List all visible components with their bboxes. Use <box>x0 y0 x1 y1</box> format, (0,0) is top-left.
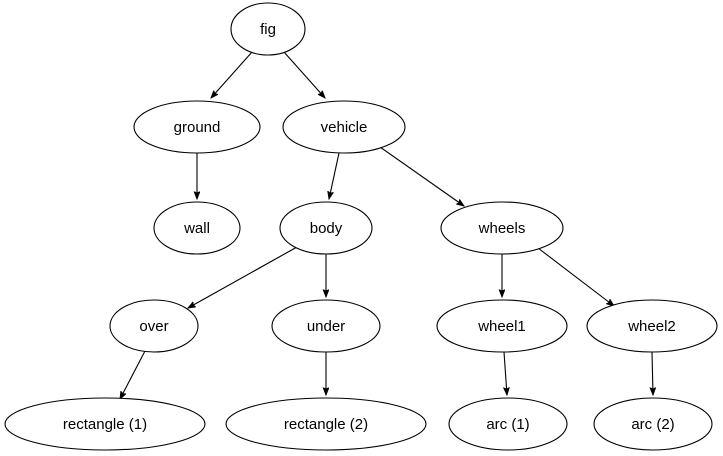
edges-layer <box>120 51 653 399</box>
node-shape-wheel1 <box>436 299 568 353</box>
node-vehicle[interactable]: vehicle <box>282 100 406 154</box>
node-over[interactable]: over <box>109 299 199 353</box>
edge-vehicle-to-body <box>329 152 340 199</box>
node-shape-wheel2 <box>586 299 718 353</box>
edge-fig-to-vehicle <box>283 51 325 98</box>
nodes-layer: fig ground vehicle wall body wheels over under w… <box>4 2 718 451</box>
node-label-fig: fig <box>260 21 276 38</box>
node-shape-arc1 <box>448 397 568 451</box>
node-wheel2[interactable]: wheel2 <box>586 299 718 353</box>
node-label-wheel1: wheel1 <box>477 318 526 335</box>
edge-over-to-rectangle1 <box>120 350 146 399</box>
node-label-wheels: wheels <box>478 220 526 237</box>
node-label-over: over <box>139 318 168 335</box>
node-under[interactable]: under <box>271 299 381 353</box>
node-label-under: under <box>307 318 345 335</box>
edge-wheel2-to-arc2 <box>652 351 653 395</box>
edge-wheel1-to-arc1 <box>504 351 507 395</box>
node-wheel1[interactable]: wheel1 <box>436 299 568 353</box>
node-arc1[interactable]: arc (1) <box>448 397 568 451</box>
edge-wheels-to-wheel2 <box>537 247 614 306</box>
node-wall[interactable]: wall <box>153 201 241 255</box>
node-shape-under <box>271 299 381 353</box>
node-wheels[interactable]: wheels <box>440 201 564 255</box>
edge-fig-to-ground <box>211 51 253 98</box>
node-label-wheel2: wheel2 <box>627 318 676 335</box>
node-shape-wall <box>153 201 241 255</box>
node-rectangle1[interactable]: rectangle (1) <box>4 397 206 451</box>
node-label-ground: ground <box>174 119 221 136</box>
node-label-wall: wall <box>183 220 210 237</box>
edge-vehicle-to-wheels <box>379 146 464 206</box>
node-shape-body <box>279 201 373 255</box>
node-shape-vehicle <box>282 100 406 154</box>
edge-body-to-over <box>188 246 298 308</box>
node-label-rectangle1: rectangle (1) <box>63 416 147 433</box>
node-shape-rectangle1 <box>4 397 206 451</box>
node-body[interactable]: body <box>279 201 373 255</box>
node-shape-rectangle2 <box>225 397 427 451</box>
node-shape-over <box>109 299 199 353</box>
node-fig[interactable]: fig <box>230 2 306 56</box>
node-shape-ground <box>133 100 261 154</box>
node-shape-arc2 <box>593 397 713 451</box>
node-label-rectangle2: rectangle (2) <box>284 416 368 433</box>
node-label-arc2: arc (2) <box>631 416 674 433</box>
node-shape-fig <box>230 2 306 56</box>
node-ground[interactable]: ground <box>133 100 261 154</box>
node-label-body: body <box>310 220 343 237</box>
node-arc2[interactable]: arc (2) <box>593 397 713 451</box>
node-label-vehicle: vehicle <box>321 119 368 136</box>
node-rectangle2[interactable]: rectangle (2) <box>225 397 427 451</box>
node-label-arc1: arc (1) <box>486 416 529 433</box>
node-shape-wheels <box>440 201 564 255</box>
